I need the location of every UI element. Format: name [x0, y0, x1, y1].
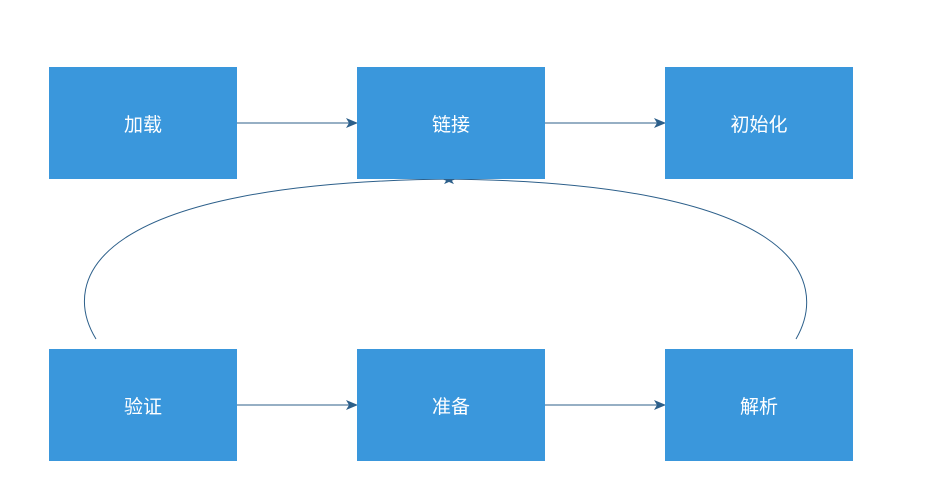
- edge-parse-to-link: [442, 174, 808, 340]
- node-prepare: 准备: [357, 349, 545, 461]
- node-parse-label: 解析: [739, 395, 778, 418]
- node-init-label: 初始化: [730, 113, 788, 136]
- node-init: 初始化: [665, 67, 853, 179]
- node-link: 链接: [357, 67, 545, 179]
- node-verify-label: 验证: [123, 395, 162, 418]
- edge-verify-to-link: [84, 174, 456, 340]
- node-link-label: 链接: [431, 113, 470, 136]
- node-load: 加载: [49, 67, 237, 179]
- node-verify: 验证: [49, 349, 237, 461]
- node-prepare-label: 准备: [431, 395, 470, 418]
- node-load-label: 加载: [123, 113, 162, 136]
- node-parse: 解析: [665, 349, 853, 461]
